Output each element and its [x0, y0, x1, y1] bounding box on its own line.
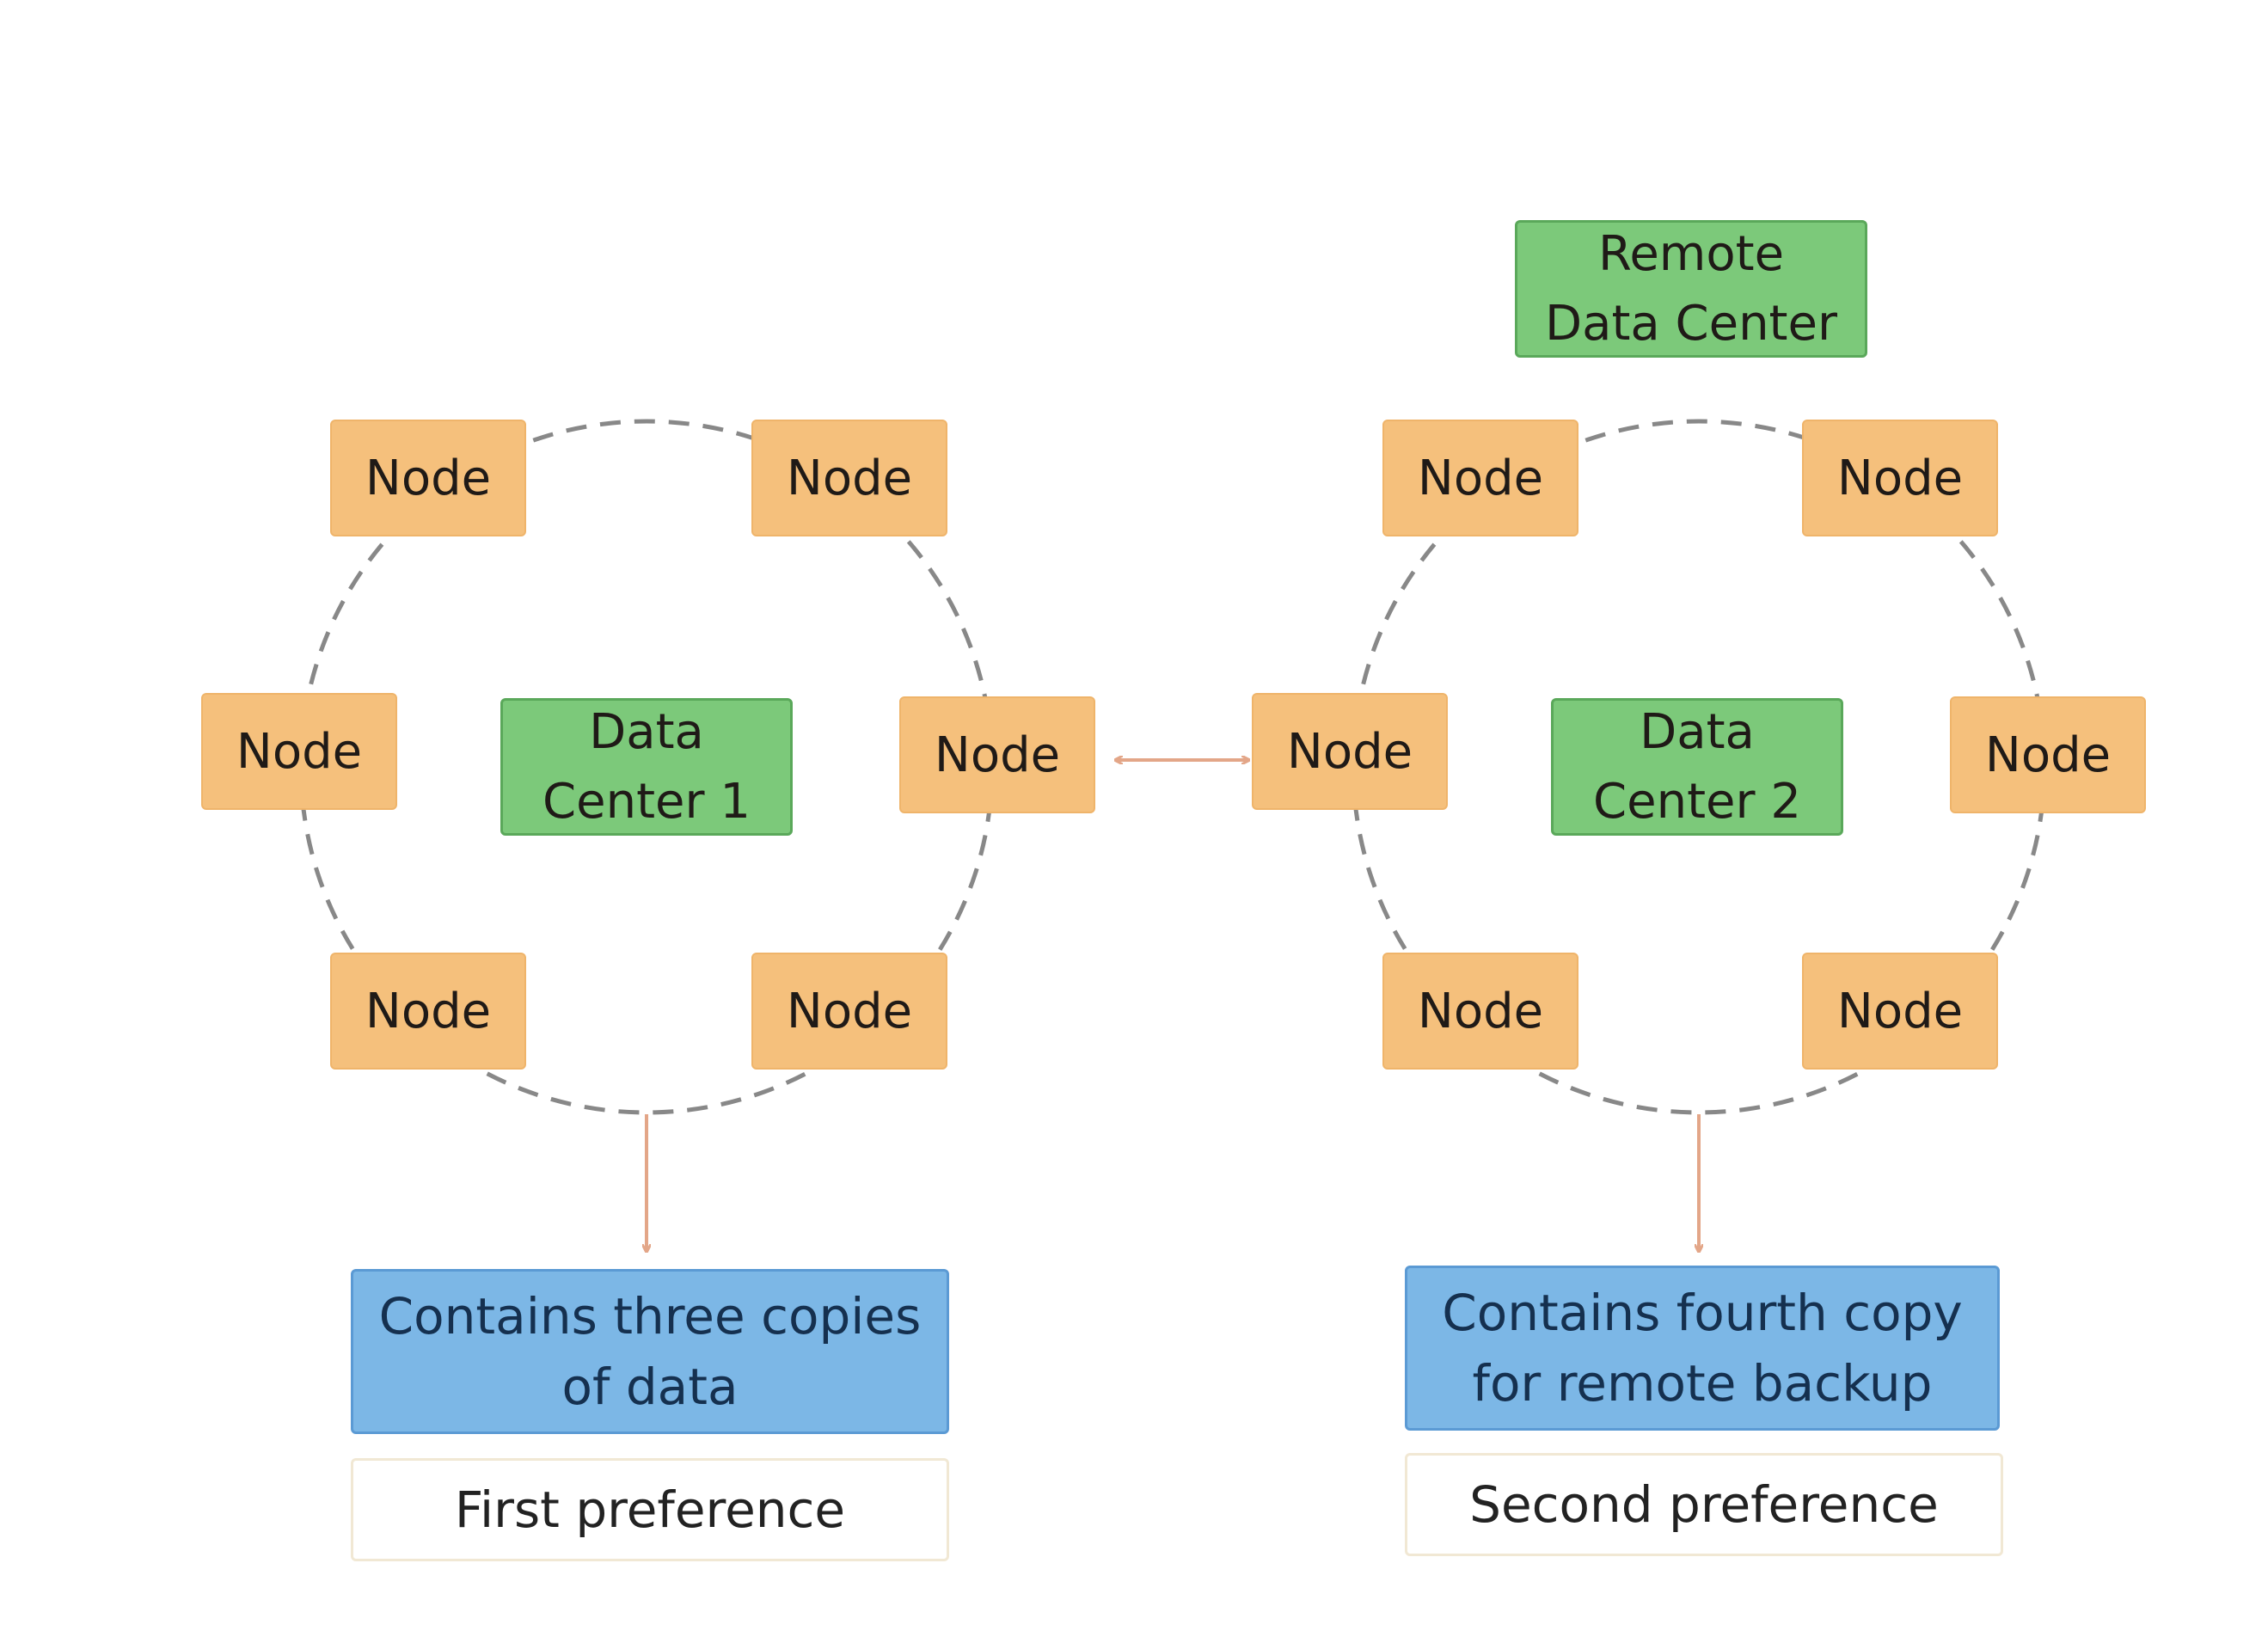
preference-label-dc1: First preference [351, 1458, 949, 1561]
info-box-dc2-line1: Contains fourth copy [1442, 1283, 1963, 1342]
dc2-node-left: Node [1252, 693, 1448, 810]
dc1-node-bottom-right: Node [751, 953, 947, 1070]
info-box-dc2-line2: for remote backup [1472, 1354, 1933, 1413]
data-center-1-line1: Data [589, 703, 704, 760]
remote-data-center: Remote Data Center [1515, 220, 1867, 358]
preference-label-dc2: Second preference [1405, 1453, 2003, 1556]
dc1-node-left: Node [201, 693, 397, 810]
dc2-node-bottom-right: Node [1802, 953, 1998, 1070]
dc1-node-right: Node [899, 696, 1095, 813]
data-center-1: Data Center 1 [500, 698, 793, 836]
dc1-node-bottom-left: Node [330, 953, 526, 1070]
remote-data-center-line2: Data Center [1545, 296, 1837, 352]
data-center-1-line2: Center 1 [542, 774, 751, 830]
dc2-node-top-left: Node [1382, 420, 1578, 536]
info-box-dc2: Contains fourth copy for remote backup [1405, 1266, 2000, 1431]
dc1-node-top-left: Node [330, 420, 526, 536]
dc2-node-right: Node [1950, 696, 2146, 813]
info-box-dc1-line2: of data [561, 1358, 739, 1416]
dc2-node-bottom-left: Node [1382, 953, 1578, 1070]
info-box-dc1-line1: Contains three copies [378, 1286, 922, 1346]
info-box-dc1: Contains three copies of data [351, 1269, 949, 1434]
data-center-2-line2: Center 2 [1593, 774, 1801, 830]
dc1-node-top-right: Node [751, 420, 947, 536]
data-center-2-line1: Data [1640, 703, 1755, 760]
dc2-node-top-right: Node [1802, 420, 1998, 536]
data-center-2: Data Center 2 [1551, 698, 1843, 836]
remote-data-center-line1: Remote [1597, 225, 1785, 282]
